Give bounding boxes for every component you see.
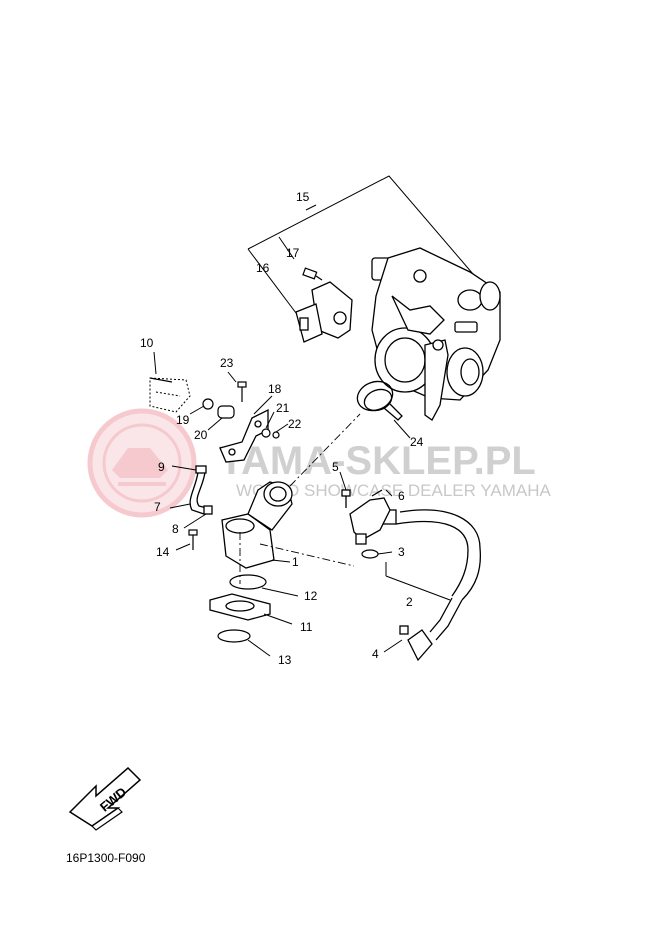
callout-9: 9 (158, 460, 165, 474)
gasket-12 (229, 574, 267, 590)
gasket-13 (217, 629, 251, 643)
callout-23: 23 (220, 356, 234, 370)
callout-5: 5 (332, 460, 339, 474)
callout-16: 16 (256, 261, 270, 275)
sensor-20-19 (202, 398, 235, 419)
reference-lines (239, 413, 361, 584)
callout-2: 2 (406, 595, 413, 609)
connector-10 (149, 377, 191, 413)
callout-10: 10 (140, 336, 154, 350)
callout-21: 21 (276, 401, 290, 415)
throttle-body (371, 247, 501, 421)
o-ring-3 (361, 549, 379, 559)
watermark-logo-icon (87, 408, 197, 518)
callout-18: 18 (268, 382, 282, 396)
callout-labels: 15 17 16 10 23 18 19 21 22 20 24 9 5 6 7… (140, 190, 424, 667)
callout-7: 7 (154, 500, 161, 514)
tps-sensor (295, 281, 353, 343)
manifold-1 (221, 481, 293, 569)
screw-23 (237, 381, 247, 402)
callout-24: 24 (410, 435, 424, 449)
fwd-arrow-icon: FWD (68, 766, 142, 831)
leader-lines (153, 351, 451, 657)
valve-4 (399, 625, 433, 662)
insulator-11 (209, 593, 271, 621)
diagram-code: 16P1300-F090 (66, 851, 146, 865)
callout-14: 14 (156, 545, 170, 559)
assembly-lines (247, 175, 474, 314)
screw-14 (188, 529, 198, 550)
callout-15: 15 (296, 190, 310, 204)
watermark-tagline: WORLD SHOWCASE DEALER YAMAHA (236, 481, 552, 500)
watermark: YAMA-SKLEP.PL WORLD SHOWCASE DEALER YAMA… (87, 408, 552, 518)
watermark-brand: YAMA-SKLEP.PL (218, 439, 536, 483)
callout-11: 11 (300, 620, 313, 634)
callout-12: 12 (304, 589, 318, 603)
callout-1: 1 (292, 555, 299, 569)
callout-8: 8 (172, 522, 179, 536)
callout-6: 6 (398, 489, 405, 503)
callout-17: 17 (286, 246, 300, 260)
callout-4: 4 (372, 647, 379, 661)
callout-13: 13 (278, 653, 292, 667)
pipe-2 (371, 509, 482, 641)
screw-17 (302, 267, 323, 281)
callout-3: 3 (398, 545, 405, 559)
nut-21-22 (261, 428, 280, 439)
clamp-24 (356, 380, 403, 421)
hose-7 (189, 465, 213, 515)
fitting-5-6 (341, 489, 391, 545)
callout-20: 20 (194, 428, 208, 442)
callout-19: 19 (176, 413, 190, 427)
callout-22: 22 (288, 417, 302, 431)
